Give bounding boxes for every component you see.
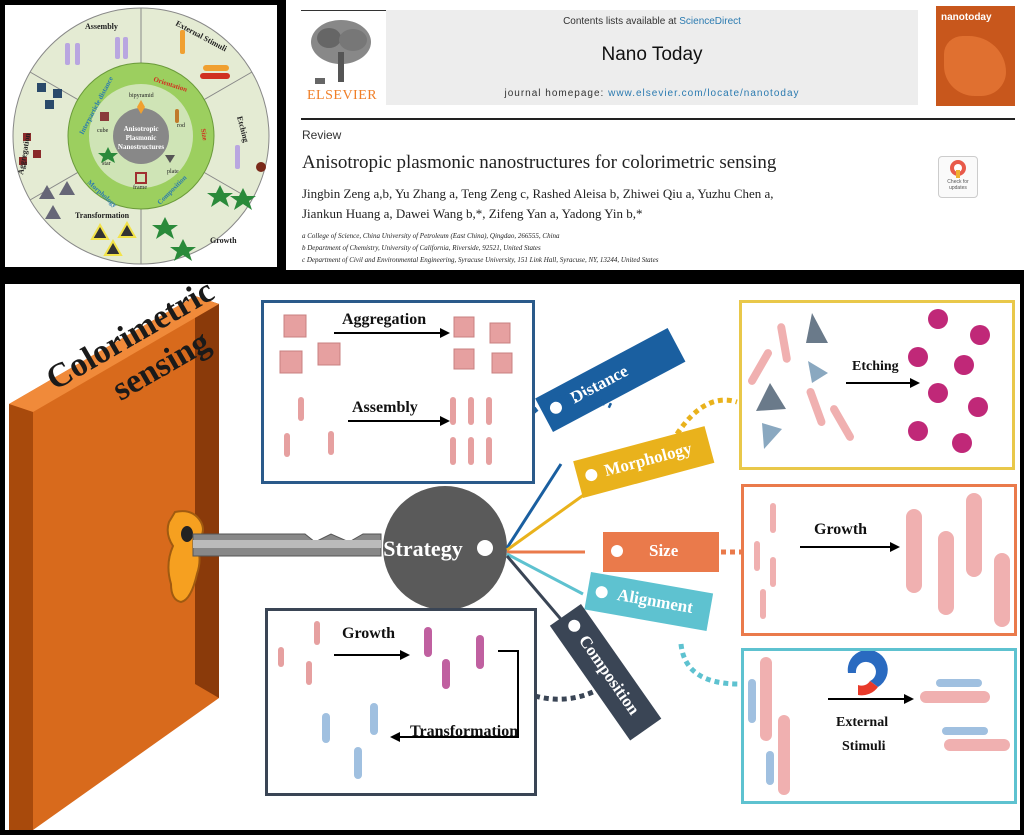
tag-hole-icon [547, 399, 565, 416]
growth-transformation-art [278, 621, 519, 779]
check-updates-line1: Check for [947, 179, 969, 185]
publisher-name: ELSEVIER [307, 88, 378, 103]
article-type: Review [302, 128, 342, 142]
wheel-center-line1: Anisotropic [124, 125, 159, 133]
key-label: Strategy [383, 536, 462, 561]
contents-line: Contents lists available at ScienceDirec… [386, 16, 918, 27]
box-aggregation-assembly: Aggregation Assembly [261, 300, 535, 484]
shape-cube: cube [97, 128, 109, 134]
tag-hole-icon [565, 617, 583, 635]
check-updates-button[interactable]: Check for updates [938, 156, 978, 198]
elsevier-tree-icon [311, 20, 371, 84]
tag-hole-icon [594, 585, 609, 600]
etching-art [748, 309, 990, 453]
key-graphic: Strategy [192, 486, 507, 610]
size-growth-art [754, 493, 1010, 627]
wheel-label-assembly: Assembly [85, 22, 118, 31]
elsevier-logo: ELSEVIER [301, 12, 381, 105]
label-growth-right: Growth [814, 521, 868, 538]
tag-strings [505, 463, 586, 625]
aggregation-assembly-art [279, 314, 513, 465]
article-header: ELSEVIER Contents lists available at Sci… [286, 0, 1024, 270]
wheel-label-growth: Growth [210, 236, 237, 245]
shape-rod: rod [177, 123, 185, 129]
box-growth-transformation: Growth Transformation [265, 608, 537, 796]
shape-star: star [102, 161, 111, 167]
label-transformation: Transformation [410, 723, 519, 740]
label-external: External [836, 715, 889, 730]
strategy-figure: Colorimetric sensing Strategy Distance M… [5, 272, 1020, 830]
journal-info-box: Contents lists available at ScienceDirec… [386, 10, 918, 105]
affiliation-c: c Department of Civil and Environmental … [302, 256, 659, 264]
header-rule-bottom [301, 118, 1015, 120]
contents-prefix: Contents lists available at [563, 16, 680, 27]
affiliation-a: a College of Science, China University o… [302, 232, 560, 240]
authors-line-1: Jingbin Zeng a,b, Yu Zhang a, Teng Zeng … [302, 186, 774, 201]
shape-plate: plate [167, 169, 179, 175]
shape-frame: frame [133, 184, 147, 191]
wheel-label-transformation: Transformation [75, 211, 130, 220]
affiliation-b: b Department of Chemistry, University of… [302, 244, 541, 252]
tag-size: Size [603, 532, 719, 572]
label-assembly: Assembly [352, 399, 418, 416]
label-growth-left: Growth [342, 625, 396, 642]
tag-hole-icon [583, 467, 599, 483]
wheel-graphic: Assembly External Stimuli Etching Growth… [12, 7, 270, 265]
cover-title: nanotoday [941, 12, 992, 23]
authors-line-2: Jiankun Huang a, Dawei Wang b,*, Zifeng … [302, 206, 643, 221]
label-etching: Etching [852, 359, 899, 374]
wheel-label-size: Size [199, 128, 209, 141]
box-external-stimuli: External Stimuli [741, 648, 1017, 804]
shape-bipyramid: bipyramid [129, 93, 154, 99]
check-updates-line2: updates [949, 185, 967, 191]
label-stimuli: Stimuli [842, 739, 886, 754]
journal-cover: nanotoday [936, 6, 1015, 106]
article-title: Anisotropic plasmonic nanostructures for… [302, 152, 777, 173]
homepage-prefix: journal homepage: [504, 88, 609, 99]
tag-hole-icon [611, 545, 623, 557]
label-aggregation: Aggregation [342, 311, 427, 328]
tag-size-label: Size [649, 541, 679, 560]
wheel-center-line2: Plasmonic [126, 134, 157, 142]
tag-alignment-label: Alignment [615, 585, 695, 618]
check-updates-icon [950, 160, 966, 178]
box-size-growth: Growth [741, 484, 1017, 636]
cover-art [944, 36, 1006, 96]
wheel-center-line3: Nanostructures [118, 143, 164, 151]
homepage-link[interactable]: www.elsevier.com/locate/nanotoday [608, 88, 800, 99]
external-stimuli-art [748, 651, 1010, 795]
homepage-line: journal homepage: www.elsevier.com/locat… [386, 88, 918, 99]
sciencedirect-link[interactable]: ScienceDirect [679, 16, 741, 27]
journal-name: Nano Today [601, 44, 703, 65]
box-etching: Etching [739, 300, 1015, 470]
outer-decor [19, 30, 266, 261]
overview-wheel-figure: Assembly External Stimuli Etching Growth… [5, 5, 277, 267]
